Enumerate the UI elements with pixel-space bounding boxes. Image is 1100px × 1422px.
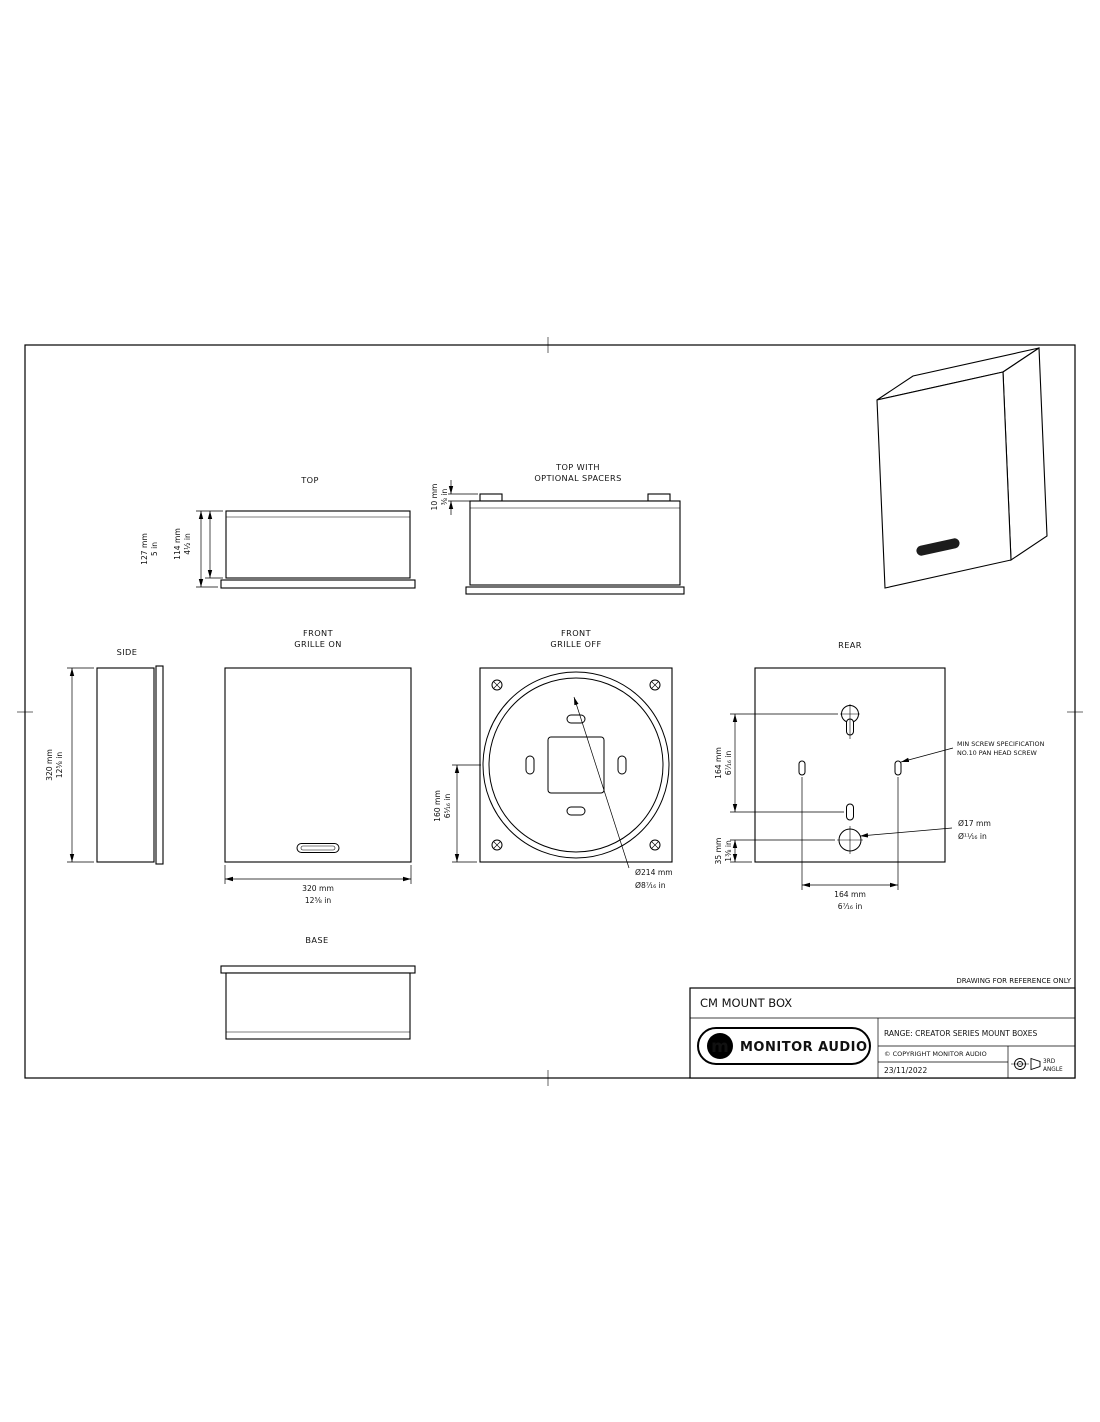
dimension-320mm-height: 320 mm 12⅝ in <box>45 667 94 863</box>
dia-214-callout: Ø214 mm Ø8⁷⁄₁₆ in <box>573 696 673 890</box>
view-top-spacers-label-1: TOP WITH <box>555 462 600 472</box>
view-top-spacers-label-2: OPTIONAL SPACERS <box>534 473 621 483</box>
front-on-panel <box>224 667 412 863</box>
third-angle-projection-icon <box>1011 1057 1041 1071</box>
front-on-handle-slot-inner <box>300 845 336 851</box>
reference-note: DRAWING FOR REFERENCE ONLY <box>956 977 1071 985</box>
view-base: BASE <box>220 935 416 1040</box>
monitor-audio-logo-mark: m <box>711 1037 729 1057</box>
dimension-164mm-horizontal: 164 mm 6⁷⁄₁₆ in <box>801 777 899 911</box>
dim-127-mm-text: 127 mm <box>140 533 149 565</box>
view-base-label: BASE <box>305 935 328 945</box>
screw-note-line-2: NO.10 PAN HEAD SCREW <box>957 749 1038 757</box>
dim-127-in-text: 5 in <box>150 542 159 556</box>
top-body <box>225 510 411 579</box>
monitor-audio-logo-icon <box>707 1033 733 1059</box>
view-side: SIDE 320 mm 12⅝ in <box>45 647 164 865</box>
front-off-label-1: FRONT <box>561 628 592 638</box>
drawing-title: CM MOUNT BOX <box>700 996 792 1010</box>
view-front-grille-on: FRONT GRILLE ON 320 mm 12⅝ in <box>224 628 412 905</box>
dimension-164mm-vertical: 164 mm 6⁷⁄₁₆ in <box>714 713 844 813</box>
view-top-label: TOP <box>300 475 319 485</box>
corner-screw-bottom-right <box>649 839 661 851</box>
view-rear: REAR 164 mm 6⁷⁄₁₆ in 35 <box>714 640 1045 911</box>
center-cutout <box>547 736 605 794</box>
dim-320h-in-text: 12⅝ in <box>55 752 64 779</box>
dimension-10mm: 10 mm ⅜ in <box>430 480 478 515</box>
title-block: DRAWING FOR REFERENCE ONLY CM MOUNT BOX … <box>689 977 1076 1079</box>
frame-border <box>24 344 1076 1079</box>
spacer-right <box>647 493 671 502</box>
dim-114-in-text: 4½ in <box>183 533 192 555</box>
projection-label-1: 3RD <box>1043 1059 1056 1065</box>
dia-17-mm-text: Ø17 mm <box>958 819 991 828</box>
corner-screw-top-left <box>491 679 503 691</box>
dia-214-mm-text: Ø214 mm <box>635 868 673 877</box>
rear-slot-right <box>894 760 902 776</box>
top-grille-edge <box>220 579 416 589</box>
dim-10-in-text: ⅜ in <box>440 488 449 505</box>
keyhole-bottom <box>837 803 863 854</box>
view-front-grille-off: FRONT GRILLE OFF <box>433 628 673 890</box>
dim-160-mm-text: 160 mm <box>433 790 442 822</box>
dim-160-in-text: 6⁵⁄₁₆ in <box>443 794 452 819</box>
front-on-label-2: GRILLE ON <box>294 639 342 649</box>
top-spacers-grille-edge <box>465 586 685 595</box>
corner-screw-bottom-left <box>491 839 503 851</box>
monitor-audio-logo: m MONITOR AUDIO <box>697 1027 871 1065</box>
front-on-handle-slot <box>296 843 340 853</box>
screw-spec-note: MIN SCREW SPECIFICATION NO.10 PAN HEAD S… <box>900 740 1045 763</box>
dim-164v-mm-text: 164 mm <box>714 747 723 779</box>
screw-note-line-1: MIN SCREW SPECIFICATION <box>957 740 1045 748</box>
base-body <box>225 972 411 1040</box>
dim-164h-mm-text: 164 mm <box>834 890 866 899</box>
view-isometric <box>876 347 1048 589</box>
date-label: 23/11/2022 <box>884 1066 927 1075</box>
ring-slot-bottom <box>566 806 586 816</box>
view-side-label: SIDE <box>117 647 138 657</box>
dim-320h-mm-text: 320 mm <box>45 749 54 781</box>
view-top: TOP 127 mm 5 in 114 mm 4½ in <box>140 475 416 589</box>
dim-10-mm-text: 10 mm <box>430 484 439 511</box>
base-grille-edge <box>220 965 416 974</box>
copyright-label: © COPYRIGHT MONITOR AUDIO <box>884 1050 987 1058</box>
dia-214-in-text: Ø8⁷⁄₁₆ in <box>635 881 666 890</box>
dim-35-mm-text: 35 mm <box>714 838 723 865</box>
iso-grille-slot <box>916 538 960 556</box>
dimension-35mm: 35 mm 1⅜ in <box>714 838 835 865</box>
range-label: RANGE: CREATOR SERIES MOUNT BOXES <box>884 1029 1037 1038</box>
dim-164h-in-text: 6⁷⁄₁₆ in <box>838 902 863 911</box>
front-off-label-2: GRILLE OFF <box>550 639 601 649</box>
iso-front-face <box>876 371 1012 589</box>
view-top-with-spacers: TOP WITH OPTIONAL SPACERS 10 mm ⅜ in <box>430 462 685 595</box>
projection-label-2: ANGLE <box>1043 1067 1063 1073</box>
side-body <box>96 667 155 863</box>
dim-114-mm-text: 114 mm <box>173 528 182 560</box>
keyhole-top <box>840 704 860 739</box>
dimension-160mm: 160 mm 6⁵⁄₁₆ in <box>433 764 481 863</box>
ring-slot-left <box>525 755 535 775</box>
corner-screw-top-right <box>649 679 661 691</box>
side-grille-strip <box>155 665 164 865</box>
logo-pill <box>697 1027 871 1065</box>
dimension-320mm-width: 320 mm 12⅝ in <box>224 865 412 905</box>
brand-name: MONITOR AUDIO <box>740 1040 868 1055</box>
drawing-frame <box>17 337 1083 1086</box>
dim-320w-in-text: 12⅝ in <box>305 896 332 905</box>
top-spacers-body <box>469 500 681 586</box>
spacer-left <box>479 493 503 502</box>
ring-slot-right <box>617 755 627 775</box>
dia-17-in-text: Ø¹¹⁄₁₆ in <box>958 832 987 841</box>
dimension-114mm: 114 mm 4½ in <box>173 511 223 579</box>
dim-320w-mm-text: 320 mm <box>302 884 334 893</box>
rear-slot-left <box>798 760 806 776</box>
front-on-label-1: FRONT <box>303 628 334 638</box>
dim-164v-in-text: 6⁷⁄₁₆ in <box>724 751 733 776</box>
dia-17-callout: Ø17 mm Ø¹¹⁄₁₆ in <box>859 819 991 841</box>
dim-35-in-text: 1⅜ in <box>724 840 733 862</box>
view-rear-label: REAR <box>838 640 862 650</box>
